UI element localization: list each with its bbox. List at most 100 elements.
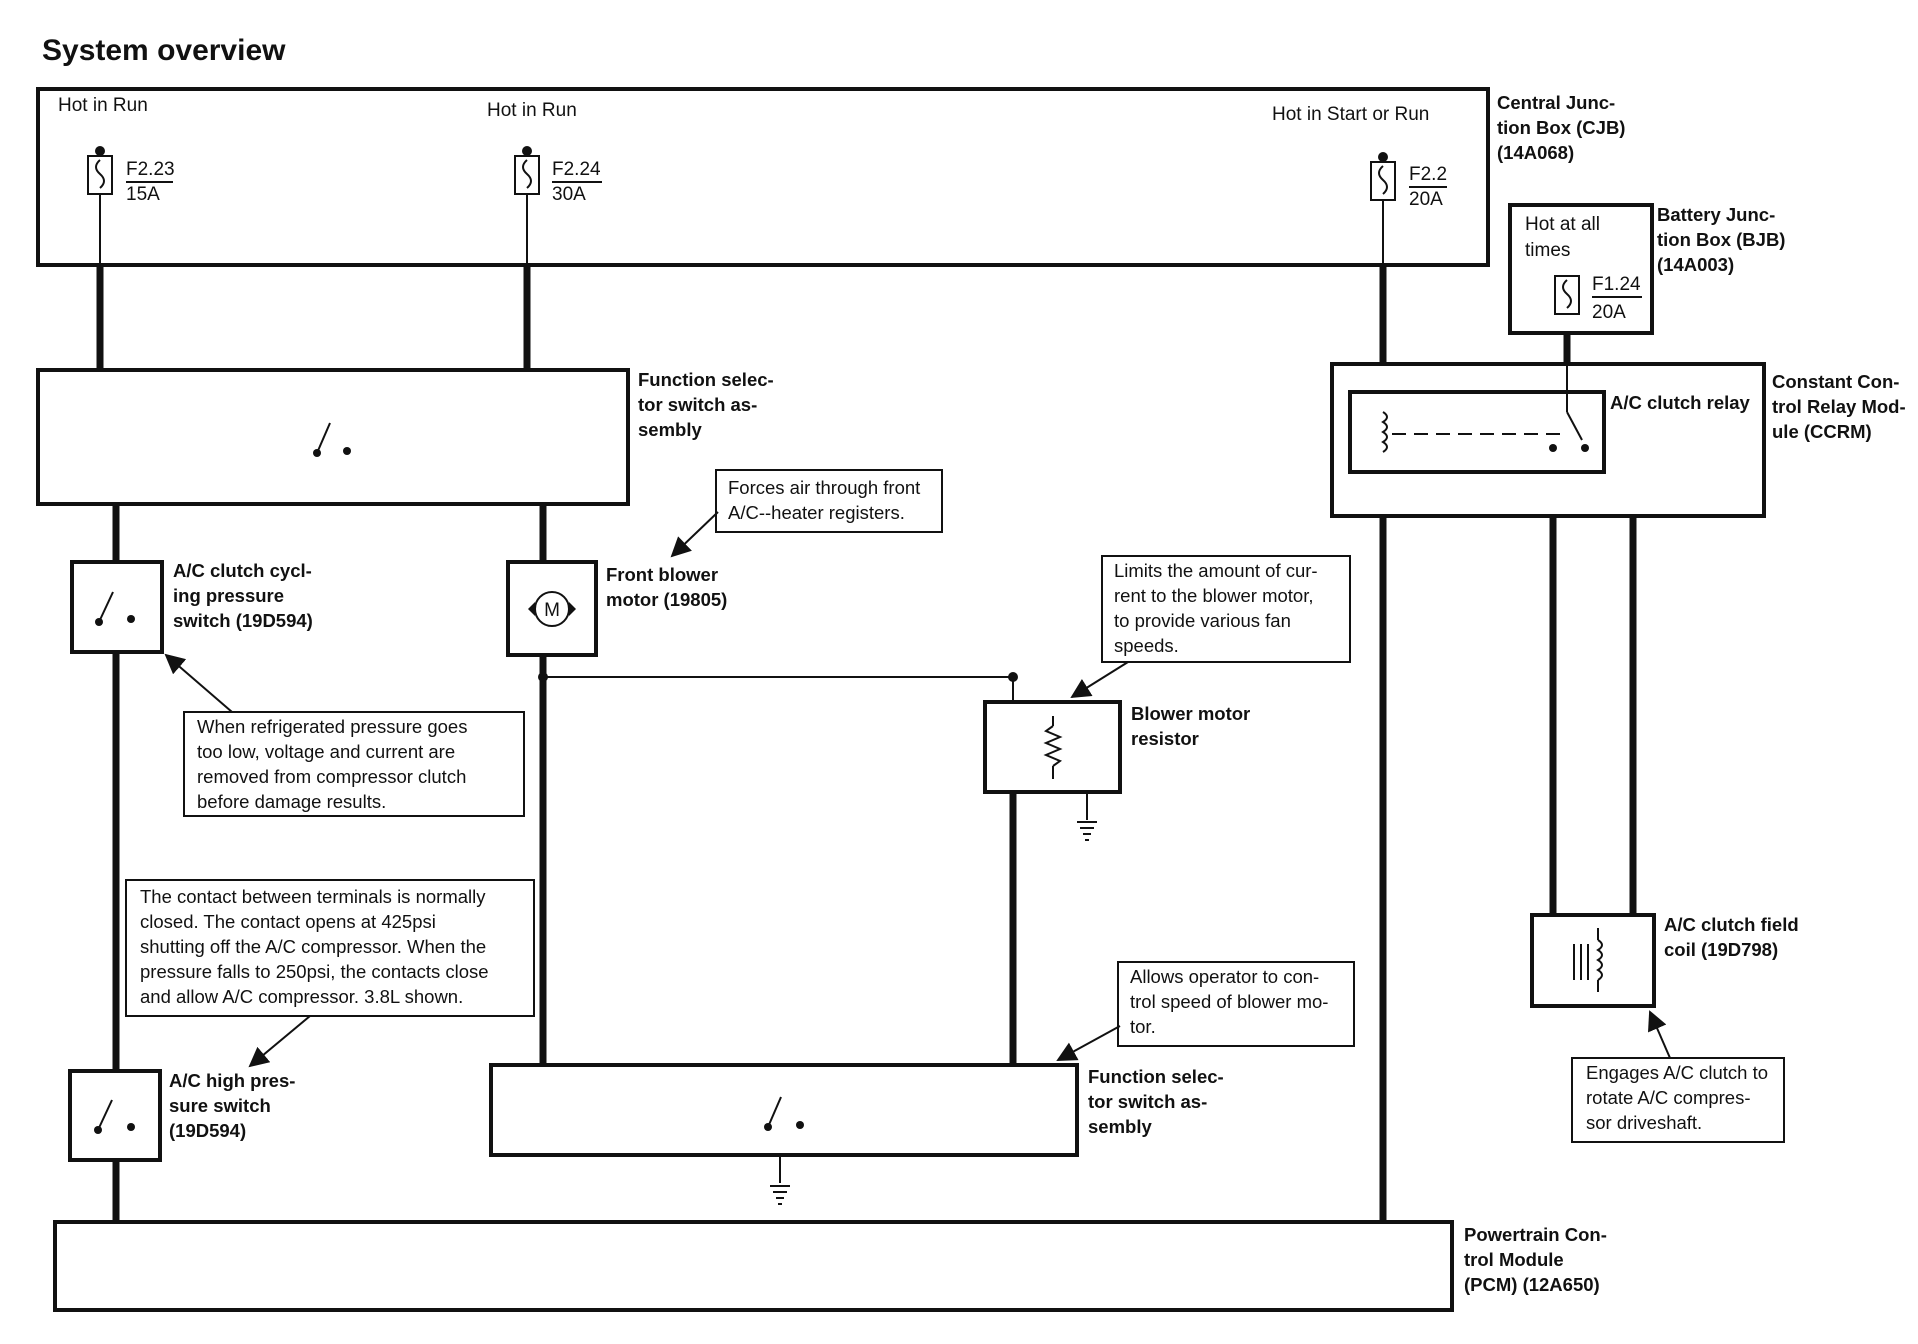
high-pressure-switch-name: A/C high pres- sure switch (19D594) xyxy=(169,1070,295,1141)
switch-icon xyxy=(95,591,135,626)
svg-text:Limits the amount of cur-: Limits the amount of cur- xyxy=(1114,560,1318,581)
cjb-supply-2: Hot in Run xyxy=(487,100,577,121)
svg-text:trol speed of blower mo-: trol speed of blower mo- xyxy=(1130,991,1328,1012)
svg-text:Engages A/C clutch to: Engages A/C clutch to xyxy=(1586,1062,1768,1083)
ccrm-name: Constant Con- trol Relay Mod- ule (CCRM) xyxy=(1772,371,1906,442)
note-blower-motor: Forces air through front A/C--heater reg… xyxy=(715,469,943,533)
svg-text:tion Box (CJB): tion Box (CJB) xyxy=(1497,117,1625,138)
svg-text:Powertrain Con-: Powertrain Con- xyxy=(1464,1224,1607,1245)
svg-text:Function selec-: Function selec- xyxy=(1088,1066,1224,1087)
svg-text:M: M xyxy=(544,600,560,621)
svg-text:A/C clutch cycl-: A/C clutch cycl- xyxy=(173,560,312,581)
svg-text:tor.: tor. xyxy=(1130,1016,1156,1037)
constant-control-relay-module xyxy=(1330,333,1766,518)
svg-text:ing pressure: ing pressure xyxy=(173,585,284,606)
blower-motor-resistor xyxy=(983,700,1122,841)
ground-icon xyxy=(770,1185,790,1205)
note-function-selector: Allows operator to con- trol speed of bl… xyxy=(1117,961,1355,1047)
svg-text:tor switch as-: tor switch as- xyxy=(1088,1091,1207,1112)
svg-text:Function selec-: Function selec- xyxy=(638,369,774,390)
cjb-name: Central Junc- tion Box (CJB) (14A068) xyxy=(1497,92,1625,163)
blower-motor-name: Front blower motor (19805) xyxy=(606,564,727,610)
fuse-f2-2: F2.2 xyxy=(1409,164,1447,185)
svg-text:(14A068): (14A068) xyxy=(1497,142,1574,163)
svg-text:sure switch: sure switch xyxy=(169,1095,271,1116)
powertrain-control-module xyxy=(53,1220,1454,1312)
svg-text:shutting off the A/C compresso: shutting off the A/C compressor. When th… xyxy=(140,936,486,957)
ac-clutch-relay xyxy=(1348,333,1606,474)
svg-text:to provide various fan: to provide various fan xyxy=(1114,610,1291,631)
svg-text:sembly: sembly xyxy=(638,419,702,440)
svg-text:A/C clutch field: A/C clutch field xyxy=(1664,914,1799,935)
fuse-icon xyxy=(1370,152,1396,265)
fuse-f1-24-rating: 20A xyxy=(1592,302,1626,323)
svg-text:motor (19805): motor (19805) xyxy=(606,589,727,610)
svg-text:switch (19D594): switch (19D594) xyxy=(173,610,313,631)
svg-text:Forces air through front: Forces air through front xyxy=(728,477,920,498)
svg-text:Allows operator to con-: Allows operator to con- xyxy=(1130,966,1319,987)
svg-text:and allow A/C compressor. 3.8L: and allow A/C compressor. 3.8L shown. xyxy=(140,986,463,1007)
switch-icon xyxy=(764,1096,804,1131)
relay-coil-icon xyxy=(1381,411,1388,453)
battery-junction-box: Hot at all times F1.24 20A xyxy=(1508,203,1654,335)
wiring xyxy=(96,265,1637,1222)
svg-text:A/C--heater registers.: A/C--heater registers. xyxy=(728,502,905,523)
svg-text:rent to the blower motor,: rent to the blower motor, xyxy=(1114,585,1314,606)
fuse-f1-24: F1.24 xyxy=(1592,274,1641,295)
svg-text:(19D594): (19D594) xyxy=(169,1120,246,1141)
fuse-icon xyxy=(87,146,113,265)
cjb-supply-3: Hot in Start or Run xyxy=(1272,104,1429,125)
function-selector-upper-name: Function selec- tor switch as- sembly xyxy=(638,369,774,440)
bjb-name: Battery Junc- tion Box (BJB) (14A003) xyxy=(1657,204,1785,275)
note-cycling-switch: When refrigerated pressure goes too low,… xyxy=(183,711,525,817)
svg-text:rotate A/C compres-: rotate A/C compres- xyxy=(1586,1087,1751,1108)
field-coil-name: A/C clutch field coil (19D798) xyxy=(1664,914,1799,960)
motor-icon: M xyxy=(528,591,576,627)
svg-text:closed. The contact opens at: closed. The contact opens at 425psi xyxy=(140,911,436,932)
svg-text:A/C high pres-: A/C high pres- xyxy=(169,1070,295,1091)
svg-text:Front blower: Front blower xyxy=(606,564,718,585)
svg-text:trol Module: trol Module xyxy=(1464,1249,1564,1270)
svg-text:resistor: resistor xyxy=(1131,728,1199,749)
svg-text:times: times xyxy=(1525,240,1570,261)
cjb-supply-1: Hot in Run xyxy=(58,95,148,116)
svg-text:removed from compressor clutch: removed from compressor clutch xyxy=(197,766,466,787)
fuse-f2-24-rating: 30A xyxy=(552,184,586,205)
svg-text:Constant Con-: Constant Con- xyxy=(1772,371,1899,392)
function-selector-switch-upper xyxy=(36,368,630,506)
note-field-coil: Engages A/C clutch to rotate A/C compres… xyxy=(1571,1057,1785,1143)
svg-text:Battery Junc-: Battery Junc- xyxy=(1657,204,1775,225)
svg-text:ule (CCRM): ule (CCRM) xyxy=(1772,421,1872,442)
svg-text:sembly: sembly xyxy=(1088,1116,1152,1137)
svg-text:tor switch as-: tor switch as- xyxy=(638,394,757,415)
fuse-f2-23: F2.23 xyxy=(126,159,175,180)
svg-text:(PCM) (12A650): (PCM) (12A650) xyxy=(1464,1274,1600,1295)
fuse-f2-2-rating: 20A xyxy=(1409,189,1443,210)
pcm-name: Powertrain Con- trol Module (PCM) (12A65… xyxy=(1464,1224,1607,1295)
svg-text:The contact between terminals: The contact between terminals is normall… xyxy=(140,886,486,907)
clutch-coil-icon xyxy=(1573,928,1603,992)
switch-icon xyxy=(313,422,351,457)
fuse-f2-24: F2.24 xyxy=(552,159,601,180)
switch-icon xyxy=(94,1099,135,1134)
svg-text:tion Box (BJB): tion Box (BJB) xyxy=(1657,229,1785,250)
svg-text:pressure falls to 250psi, the: pressure falls to 250psi, the contacts c… xyxy=(140,961,489,982)
svg-text:Blower motor: Blower motor xyxy=(1131,703,1250,724)
function-selector-lower-name: Function selec- tor switch as- sembly xyxy=(1088,1066,1224,1137)
ground-icon xyxy=(1077,821,1097,841)
fuse-f2-23-rating: 15A xyxy=(126,184,160,205)
svg-text:speeds.: speeds. xyxy=(1114,635,1179,656)
svg-text:When refrigerated pressure goe: When refrigerated pressure goes xyxy=(197,716,467,737)
svg-text:trol Relay Mod-: trol Relay Mod- xyxy=(1772,396,1906,417)
svg-text:too low, voltage and current a: too low, voltage and current are xyxy=(197,741,455,762)
fuse-icon xyxy=(1554,275,1580,315)
cycling-switch-name: A/C clutch cycl- ing pressure switch (19… xyxy=(173,560,313,631)
ac-clutch-relay-label: A/C clutch relay xyxy=(1610,392,1751,413)
front-blower-motor: M xyxy=(506,560,598,657)
ac-clutch-cycling-pressure-switch xyxy=(70,560,164,654)
ac-clutch-field-coil xyxy=(1530,913,1656,1008)
note-high-pressure: The contact between terminals is normall… xyxy=(125,879,535,1017)
svg-text:sor driveshaft.: sor driveshaft. xyxy=(1586,1112,1702,1133)
bjb-supply: Hot at all xyxy=(1525,214,1600,235)
